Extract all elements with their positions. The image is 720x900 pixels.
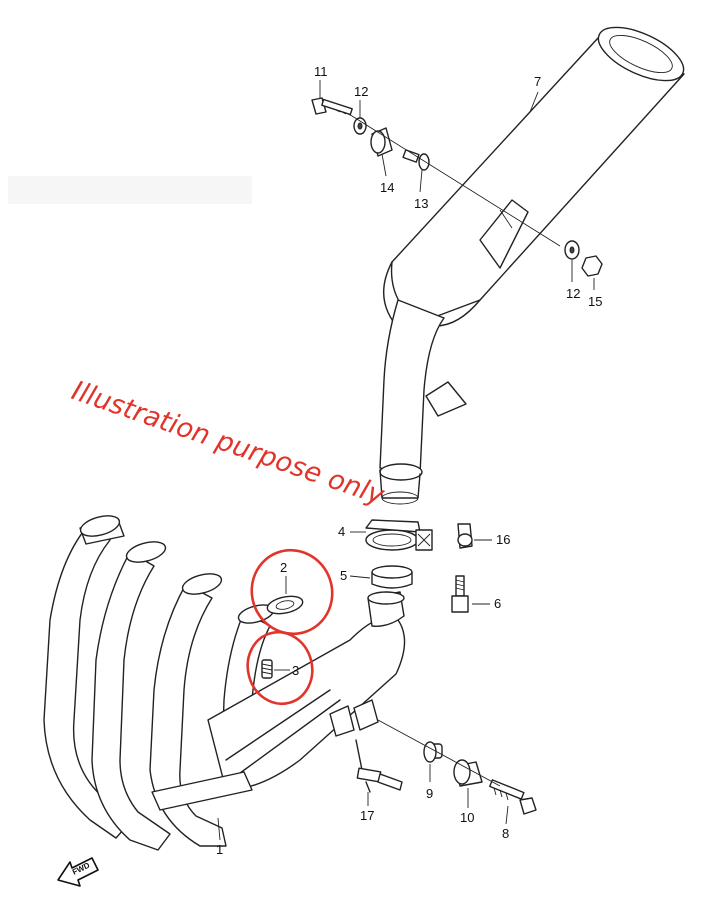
muffler-bolt[interactable] — [311, 97, 353, 117]
label-part-10: 10 — [460, 810, 474, 825]
bush-lower[interactable] — [453, 759, 483, 787]
gasket-ring[interactable] — [371, 565, 413, 589]
label-part-4: 4 — [338, 524, 345, 539]
label-part-5: 5 — [340, 568, 347, 583]
label-part-11: 11 — [314, 64, 328, 79]
label-part-12-lower: 12 — [566, 286, 580, 301]
highlight-circle-gasket — [250, 548, 334, 636]
bush-upper[interactable] — [370, 127, 393, 157]
stud-bolt[interactable] — [261, 659, 273, 679]
label-part-6: 6 — [494, 596, 501, 611]
label-part-2: 2 — [280, 560, 287, 575]
label-part-8: 8 — [502, 826, 509, 841]
label-part-3: 3 — [292, 663, 299, 678]
label-part-13: 13 — [414, 196, 428, 211]
clamp[interactable] — [365, 519, 433, 551]
label-part-16: 16 — [496, 532, 510, 547]
mounting-bolt[interactable] — [489, 779, 537, 815]
leader-lines — [217, 80, 595, 841]
label-part-14: 14 — [380, 180, 394, 195]
faded-watermark-strip — [8, 176, 252, 204]
collar[interactable] — [402, 149, 430, 171]
link-pipe[interactable] — [379, 299, 467, 505]
washer-upper[interactable] — [353, 117, 367, 135]
muffler-nut[interactable] — [581, 255, 603, 277]
highlight-circle-stud — [246, 630, 314, 706]
label-part-9: 9 — [426, 786, 433, 801]
collar-lower[interactable] — [423, 741, 443, 763]
clamp-bolt[interactable] — [451, 575, 469, 613]
illustration-note: Illustration purpose only — [68, 375, 389, 511]
exhaust-header[interactable] — [43, 512, 406, 851]
muffler[interactable] — [383, 16, 691, 331]
label-part-15: 15 — [588, 294, 602, 309]
label-part-7: 7 — [534, 74, 541, 89]
label-part-17: 17 — [360, 808, 374, 823]
header-gasket[interactable] — [266, 593, 305, 616]
washer-lower-right[interactable] — [564, 240, 580, 260]
label-part-12-upper: 12 — [354, 84, 368, 99]
label-part-1: 1 — [216, 842, 223, 857]
oxygen-sensor[interactable] — [355, 739, 403, 793]
clamp-nut[interactable] — [457, 523, 473, 549]
forward-arrow-icon: FWD — [57, 857, 99, 887]
